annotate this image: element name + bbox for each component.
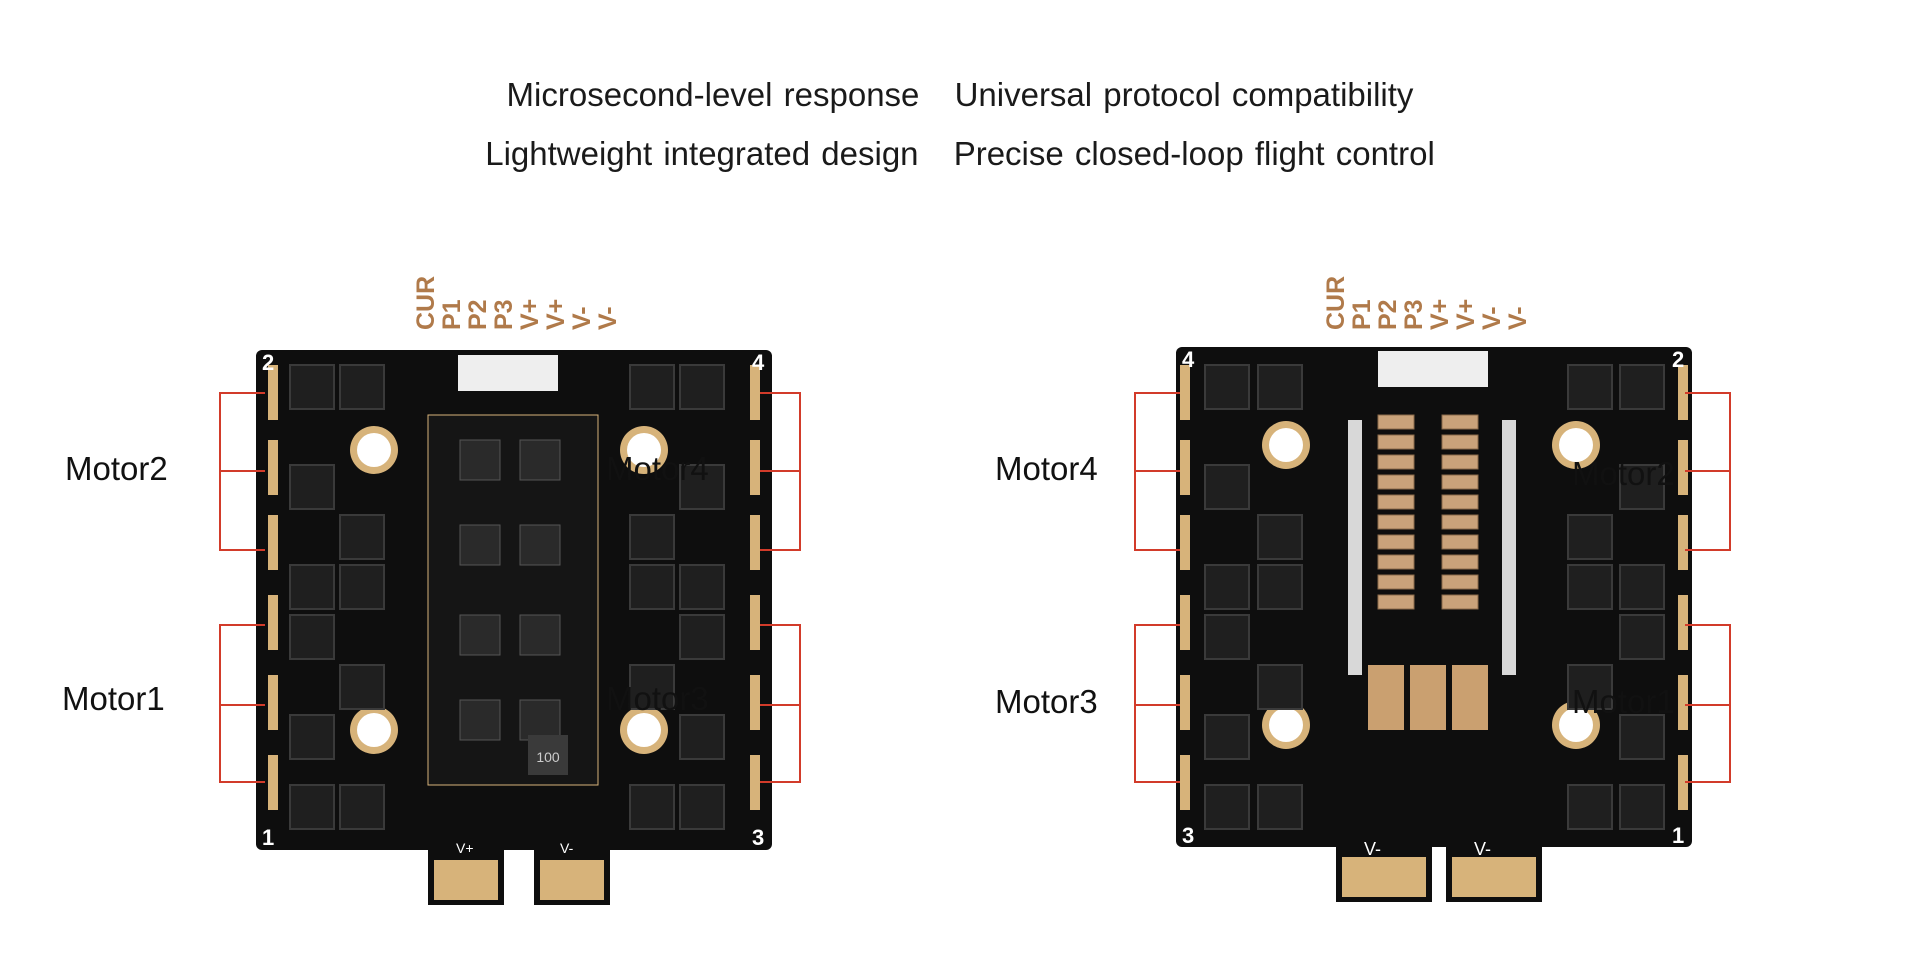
pin-label: V+	[516, 299, 544, 330]
motor-label: Motor2	[65, 450, 168, 487]
pin-header-labels: CUR P1 P2 P3 V+ V+ V- V-	[1322, 276, 1532, 330]
motor-label: Motor3	[995, 683, 1098, 720]
motor-label: Motor1	[1572, 683, 1675, 720]
pin-label: V-	[1504, 306, 1532, 330]
pin-label: P2	[1374, 299, 1402, 330]
feature-text: Microsecond-level response	[506, 76, 920, 113]
esc-board-back: CUR P1 P2 P3 V+ V+ V- V-	[990, 265, 1731, 902]
feature-text: Precise closed-loop flight control	[953, 135, 1435, 172]
pin-label: V+	[1426, 299, 1454, 330]
pin-label: V-	[568, 306, 596, 330]
pcb-body: 100 2 4 1 3 V+ V-	[256, 350, 772, 905]
pin-label: P1	[1348, 299, 1376, 330]
esc-board-front-illustration: CUR P1 P2 P3 V+ V+ V- V-	[219, 276, 801, 905]
corner-number: 1	[1672, 823, 1684, 848]
pin-label: P2	[464, 299, 492, 330]
corner-number: 2	[1672, 347, 1684, 372]
pin-label: V-	[594, 306, 622, 330]
motor-label: Motor2	[1572, 455, 1675, 492]
pin-label: V+	[542, 299, 570, 330]
pin-label: CUR	[1322, 276, 1350, 330]
corner-number: 4	[1182, 347, 1195, 372]
motor-label: Motor4	[606, 450, 709, 487]
pin-label: CUR	[412, 276, 440, 330]
corner-number: 3	[752, 825, 764, 850]
pad-label: V+	[456, 840, 474, 856]
pad-label: V-	[560, 840, 574, 856]
pcb-body: 4 2 3 1 V- V-	[1176, 347, 1692, 902]
pin-label: P3	[1400, 299, 1428, 330]
corner-number: 1	[262, 825, 274, 850]
motor-label: Motor3	[606, 680, 709, 717]
pad-labels: V+ V-	[456, 840, 574, 856]
pad-labels: V- V-	[1364, 839, 1491, 859]
motor-label: Motor1	[62, 680, 165, 717]
feature-text: Universal protocol compatibility	[954, 76, 1414, 113]
motor-brackets	[1134, 392, 1731, 783]
pin-label: V+	[1452, 299, 1480, 330]
feature-text: Lightweight integrated design	[485, 135, 919, 172]
corner-number: 4	[752, 350, 765, 375]
pin-label: V-	[1478, 306, 1506, 330]
pin-header-labels: CUR P1 P2 P3 V+ V+ V- V-	[412, 276, 622, 330]
esc-board-back-illustration: CUR P1 P2 P3 V+ V+ V- V-	[1134, 276, 1731, 902]
esc-board-front: CUR P1 P2 P3 V+ V+ V- V-	[40, 265, 801, 905]
motor-brackets	[219, 392, 801, 783]
pin-label: P1	[438, 299, 466, 330]
corner-numbers: 4 2 3 1	[1182, 347, 1684, 848]
headline-line-1: Microsecond-level response Universal pro…	[0, 76, 1920, 114]
motor-label: Motor4	[995, 450, 1098, 487]
corner-number: 2	[262, 350, 274, 375]
pad-label: V-	[1364, 839, 1381, 859]
corner-number: 3	[1182, 823, 1194, 848]
inductor-marking: 100	[536, 749, 560, 765]
headline-line-2: Lightweight integrated design Precise cl…	[0, 135, 1920, 173]
pin-label: P3	[490, 299, 518, 330]
pad-label: V-	[1474, 839, 1491, 859]
corner-numbers: 2 4 1 3	[262, 350, 765, 850]
